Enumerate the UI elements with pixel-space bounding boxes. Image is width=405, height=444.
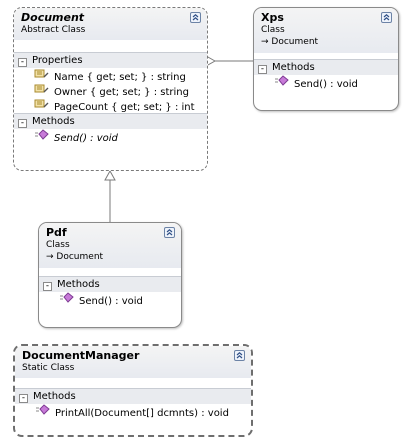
minus-icon[interactable]: - xyxy=(43,281,52,291)
methods-section-header[interactable]: -Methods xyxy=(254,59,398,75)
class-xps[interactable]: Xps Class → Document -Methods Send() : v… xyxy=(253,7,399,111)
base-class-name: Document xyxy=(271,37,319,47)
collapse-icon[interactable] xyxy=(234,350,245,361)
properties-section-header[interactable]: -Properties xyxy=(14,52,207,68)
method-icon xyxy=(274,75,294,92)
minus-icon[interactable]: - xyxy=(258,64,267,74)
minus-icon[interactable]: - xyxy=(18,57,27,67)
minus-icon[interactable]: - xyxy=(19,393,28,403)
class-document[interactable]: Document Abstract Class -Properties Name… xyxy=(13,7,208,171)
methods-section-header[interactable]: -Methods xyxy=(39,276,181,292)
class-pdf-header: Pdf Class → Document xyxy=(39,223,181,268)
property-icon xyxy=(34,68,54,85)
class-pdf[interactable]: Pdf Class → Document -Methods Send() : v… xyxy=(38,222,182,328)
property-row[interactable]: Owner { get; set; } : string xyxy=(14,83,207,98)
collapse-icon[interactable] xyxy=(381,12,392,23)
section-label: Methods xyxy=(32,116,75,127)
methods-section-header[interactable]: -Methods xyxy=(15,388,251,404)
class-name: Pdf xyxy=(46,226,67,239)
property-text: Owner { get; set; } : string xyxy=(54,87,189,98)
method-row[interactable]: Send() : void xyxy=(39,292,181,307)
section-label: Methods xyxy=(33,391,76,402)
method-text: PrintAll(Document[] dcmnts) : void xyxy=(55,408,229,419)
class-stereotype: Abstract Class xyxy=(21,25,86,35)
method-text: Send() : void xyxy=(294,79,358,90)
base-class-name: Document xyxy=(56,252,104,262)
class-stereotype: Static Class xyxy=(22,363,75,373)
class-stereotype: Class xyxy=(46,240,70,250)
minus-icon[interactable]: - xyxy=(18,118,27,128)
class-document-manager-header: DocumentManager Static Class xyxy=(15,346,251,378)
base-class-label: → Document xyxy=(261,36,391,49)
method-text: Send() : void xyxy=(79,296,143,307)
base-class-label: → Document xyxy=(46,251,174,264)
class-document-manager[interactable]: DocumentManager Static Class -Methods Pr… xyxy=(13,344,253,437)
method-row[interactable]: PrintAll(Document[] dcmnts) : void xyxy=(15,404,251,419)
method-icon xyxy=(59,292,79,309)
inherit-arrow-icon: → xyxy=(46,252,54,262)
inherit-arrow-icon: → xyxy=(261,37,269,47)
class-name: Xps xyxy=(261,11,284,24)
section-label: Methods xyxy=(272,62,315,73)
method-row[interactable]: Send() : void xyxy=(14,129,207,144)
collapse-icon[interactable] xyxy=(190,12,201,23)
method-icon xyxy=(34,129,54,146)
property-icon xyxy=(34,98,54,115)
property-row[interactable]: PageCount { get; set; } : int xyxy=(14,98,207,113)
method-icon xyxy=(35,404,55,421)
class-name: DocumentManager xyxy=(22,349,140,362)
property-text: PageCount { get; set; } : int xyxy=(54,102,195,113)
property-icon xyxy=(34,83,54,100)
property-text: Name { get; set; } : string xyxy=(54,72,186,83)
property-row[interactable]: Name { get; set; } : string xyxy=(14,68,207,83)
pdf-inherit-arrowhead xyxy=(104,169,116,181)
class-document-header: Document Abstract Class xyxy=(14,8,207,40)
collapse-icon[interactable] xyxy=(164,227,175,238)
section-label: Properties xyxy=(32,55,83,66)
method-text: Send() : void xyxy=(54,133,118,144)
class-stereotype: Class xyxy=(261,25,285,35)
section-label: Methods xyxy=(57,279,100,290)
method-row[interactable]: Send() : void xyxy=(254,75,398,90)
class-xps-header: Xps Class → Document xyxy=(254,8,398,53)
class-name: Document xyxy=(21,11,85,24)
methods-section-header[interactable]: -Methods xyxy=(14,113,207,129)
